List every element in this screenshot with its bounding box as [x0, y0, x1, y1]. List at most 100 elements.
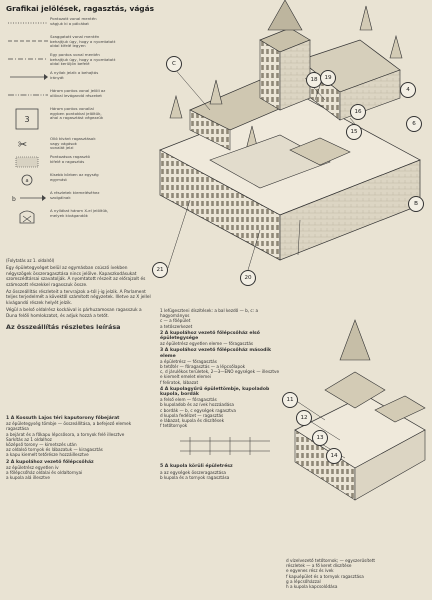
svg-text:a: a [25, 178, 28, 184]
intro-subtitle: (Folytatás az 1. oldalról) [6, 258, 55, 263]
dome-section-illustration [294, 319, 426, 501]
legend-text: melyek kivágandók [50, 213, 88, 218]
legend-text: egyben pontokkal jelöltük, [50, 111, 102, 116]
legend-text: irányát [50, 75, 64, 80]
detail-arrow-icon: b [6, 191, 50, 205]
mid-line: b kupoladob és az ívek hozzáadása [160, 402, 234, 408]
mid-line: e lábazat, kupola és díszítések [160, 418, 225, 424]
legend-text: Három pontos vonallal [50, 107, 94, 111]
legend-text: kifelé a ragasztás [50, 159, 85, 164]
dashed-line-icon [6, 35, 50, 49]
arrow-icon [6, 71, 50, 85]
right-line: g a lépcsőházzal [286, 578, 321, 584]
right-line: részletek — a fő keret díszítése [286, 563, 352, 569]
right-line: d vízelvezető tetőtornok; — egyszerűsíte… [286, 558, 375, 563]
mid-line: az épületrész egyetlen eleme — főragaszt… [160, 341, 254, 347]
callout-label: 21 [152, 262, 168, 278]
mid-line: c, d járulékos területek, 2—3—ÉNO egység… [160, 369, 280, 375]
glue-box-icon: 3 [6, 107, 50, 131]
list-line: a kapu kiemelt tetőrésze hozzáillesztve [6, 452, 89, 458]
right-line: h a kupola kapcsolódása [286, 584, 338, 590]
mid-line: 1 lefügeszteni díszítések: a bal kezdő —… [160, 308, 259, 319]
callout-label: 20 [240, 270, 256, 286]
list-item-title: 2 A kupolához vezető főlépcsőház [6, 459, 94, 465]
callout-label: 19 [320, 70, 336, 86]
callout-label: 16 [350, 104, 366, 120]
mid-line: e kiemelt emelet elemei [160, 374, 211, 380]
parliament-model-illustration [159, 0, 421, 271]
callout-label: B [408, 196, 424, 212]
list-line: Sarkítás az 1 oldalhoz [6, 436, 52, 442]
glue-dots-icon [6, 155, 50, 169]
legend-text: vágjuk ki a pálcákat [50, 21, 89, 26]
cutout-x-icon [6, 209, 50, 224]
legend-text: Pontozásos ragasztó [50, 155, 90, 159]
list-line: az oldalsó tornyok és lábazatuk — kiraga… [6, 447, 103, 453]
mid-line: f tetőtornyok [160, 423, 188, 429]
legend-text: behajtjuk úgy, hogy a nyomtatott [50, 39, 116, 44]
legend: Grafikai jelölések, ragasztás, vágás Pon… [6, 4, 154, 227]
legend-text: vonalát jelzi [50, 146, 74, 151]
dash-dot-line-icon [6, 53, 50, 67]
legend-row: A nyílákat három X-el jelöltük,melyek ki… [6, 209, 154, 224]
callout-label: 6 [406, 116, 422, 132]
legend-text: Szaggatott vonal mentén [50, 35, 100, 39]
list-line: a kupola alá illesztve [6, 475, 50, 481]
callout-label: 12 [296, 410, 312, 426]
triple-dot-line-icon [6, 89, 50, 103]
legend-text: A részletek kiemeléséhez [50, 191, 100, 195]
right-column-text: d vízelvezető tetőtornok; — egyszerűsíte… [286, 558, 426, 589]
legend-text: ahol a ragasztást végezzük [50, 116, 104, 121]
callout-label: 11 [282, 392, 298, 408]
list-line: a bejárat és a főkapu lépcsősora, a torn… [6, 431, 125, 437]
legend-text: behajtjuk úgy, hogy a nyomtatott [50, 57, 116, 62]
dimension-diagram [180, 437, 270, 456]
svg-text:3: 3 [24, 115, 29, 124]
list-line: a főlépcsőház oldalai és oldaltornyai [6, 470, 83, 476]
legend-text: Kisebb körben az egység [50, 173, 99, 177]
mid-line: a az egységek összeragasztása [160, 469, 227, 475]
dotted-line-icon [6, 17, 50, 31]
callout-label: 14 [326, 448, 342, 464]
mid-line: c — a főépület [160, 318, 191, 324]
callout-label: 15 [346, 124, 362, 140]
mid-line: b kupola és a tornyok ragasztása [160, 474, 230, 480]
right-line: f kapuépület és a tornyok ragasztása [286, 573, 364, 579]
svg-text:b: b [12, 196, 16, 203]
list-item-title: 4 A kupolagyűrű épülettömbje, kupoladob … [160, 386, 270, 398]
small-circle-icon: a [6, 173, 50, 187]
callout-label: C [166, 56, 182, 72]
legend-text: Egy pontos vonal mentén [50, 53, 100, 57]
assembly-list: 1 A Kossuth Lajos téri kaputorony főbejá… [6, 414, 154, 480]
list-item-title: 3 A kupolához vezető főlépcsőház második… [160, 348, 272, 359]
legend-text: Három pontos vonal jelöli az [50, 89, 106, 93]
list-item-title: 2 A kupolához vezető főlépcsőház első ép… [160, 330, 260, 342]
svg-text:✂: ✂ [18, 138, 27, 151]
legend-text: ollóval levágandó részeket [50, 93, 102, 98]
legend-text: egymást [50, 177, 67, 182]
intro-text: (Folytatás az 1. oldalról) Egy épületegy… [6, 258, 154, 333]
mid-line: c bordák — b, c egységek ragasztva [160, 407, 236, 413]
legend-text: oldal kerüljön befelé [50, 62, 90, 67]
list-item-title: 5 A kupola körüli épületrész [160, 464, 233, 470]
callout-label: 13 [312, 430, 328, 446]
list-line: az épületrész egyetlen ív [6, 464, 59, 470]
list-line: középső torony — kimetszés után [6, 442, 77, 448]
mid-line: f feliratok, lábazat [160, 379, 199, 385]
list-item-title: 1 A Kossuth Lajos téri kaputorony főbejá… [6, 416, 120, 421]
mid-line: d kupola fedélzet — ragasztás [160, 412, 224, 418]
right-line: e egyenes rész és ívek [286, 568, 334, 574]
scissors-icon: ✂ [6, 137, 50, 151]
section-title: Az összeállítás részletes leírása [6, 323, 121, 332]
mid-line: a felső elem — főragasztás [160, 397, 217, 403]
intro-paragraph: Egy épületegységet belül az egymásban cs… [6, 266, 146, 288]
